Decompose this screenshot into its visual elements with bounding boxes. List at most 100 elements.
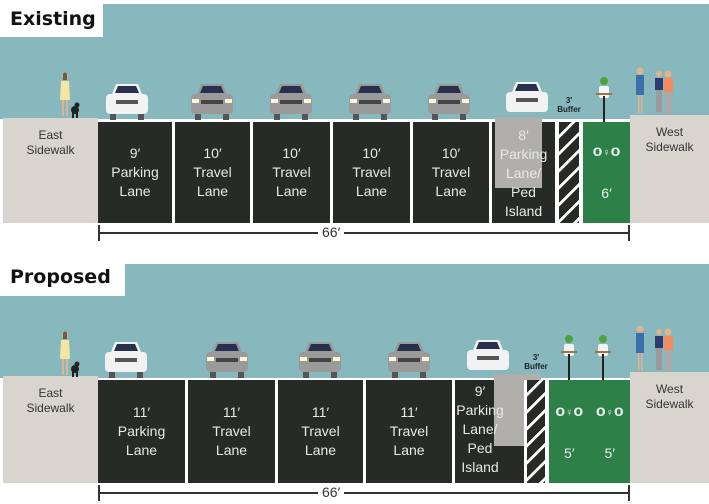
solid-line [185, 380, 188, 483]
car-icon [506, 82, 548, 112]
lane-name: Ped [511, 184, 536, 200]
dashed-line [410, 122, 413, 223]
car-icon [106, 84, 148, 120]
total-width-label: 66′ [318, 224, 345, 240]
solid-line [489, 122, 492, 223]
lane-name: Travel [193, 164, 232, 180]
lane-name: Lane [275, 183, 308, 199]
lane-travel: 10′ Travel Lane [253, 122, 330, 223]
lane-name: Parking [456, 402, 504, 418]
west-sidewalk: West Sidewalk [630, 372, 709, 483]
pedestrian-with-dog-icon [60, 331, 80, 377]
lane-name: Travel [272, 164, 311, 180]
lane-width: 11′ [400, 404, 418, 420]
car-icon [428, 84, 470, 120]
lane-name: Travel [431, 164, 471, 180]
bike-lane-width: 5′ [564, 445, 575, 461]
lane-width: 11′ [132, 404, 151, 420]
car-icon [467, 340, 509, 370]
cyclist-icon [595, 335, 611, 380]
lane-name: Travel [212, 423, 251, 439]
lane-travel: 10′ Travel Lane [413, 122, 489, 223]
ped-island [495, 117, 542, 188]
buffer-label: 3′ Buffer [524, 353, 548, 371]
east-sidewalk: East Sidewalk [3, 376, 98, 483]
lane-parking: 9′ Parking Lane [98, 122, 172, 223]
lane-width: 10′ [282, 145, 301, 161]
car-icon [270, 84, 312, 120]
lane-name: Lane [435, 183, 467, 199]
proposed-section: Proposed East Sidewalk West Sidewalk 11′… [0, 258, 709, 504]
dimension-tick [628, 485, 630, 501]
car-icon [388, 342, 430, 378]
lane-travel: 10′ Travel Lane [175, 122, 250, 223]
pedestrian-with-dog-icon [60, 72, 80, 118]
bike-lane-symbol-icon: o♀o [595, 403, 624, 420]
lane-name: Lane [215, 442, 248, 458]
lane-name: Parking [111, 164, 159, 180]
buffer-label: 3′ Buffer [557, 96, 581, 114]
car-icon [105, 342, 147, 378]
lane-travel: 11′ Travel Lane [366, 380, 452, 483]
lane-width: 11′ [311, 404, 330, 420]
lane-width: 10′ [441, 145, 461, 161]
lane-name: Travel [301, 423, 340, 439]
lane-width: 9′ [129, 145, 141, 161]
dashed-line [330, 122, 333, 223]
lane-name: Lane/ [505, 165, 542, 181]
buffer-zone [556, 122, 582, 223]
dashed-line [275, 380, 278, 483]
dimension-line [98, 492, 629, 494]
bike-lane: o♀o 5′ o♀o 5′ [549, 380, 630, 483]
lane-name: Lane [393, 442, 425, 458]
lane-name: Lane [119, 183, 151, 199]
lane-name: Lane [355, 183, 388, 199]
lane-name: Island [461, 459, 499, 475]
pedestrians-icon [636, 325, 673, 372]
ped-island-label: 9′ Parking Lane/ Ped Island [455, 380, 505, 483]
lane-name: Lane [304, 442, 337, 458]
bike-lane-half: o♀o 5′ [590, 380, 631, 483]
lane-travel: 11′ Travel Lane [278, 380, 363, 483]
lane-name: Ped [467, 440, 493, 456]
lane-name: Island [504, 203, 543, 219]
existing-section: Existing East Sidewalk West Sidewalk 9′ … [0, 0, 709, 250]
lane-travel: 11′ Travel Lane [188, 380, 275, 483]
car-icon [349, 84, 391, 120]
bike-lane-half: o♀o 5′ [549, 380, 590, 483]
bike-lane: o♀o 6′ [583, 122, 630, 223]
lane-width: 11′ [222, 404, 241, 420]
dashed-line [250, 122, 253, 223]
east-sidewalk: East Sidewalk [3, 118, 98, 223]
car-icon [206, 342, 248, 378]
total-width-label: 66′ [318, 484, 345, 500]
lane-width: 8′ [518, 127, 529, 143]
lane-name: Travel [389, 423, 429, 439]
solid-line [452, 380, 455, 483]
lane-name: Travel [352, 164, 391, 180]
lane-name: Lane/ [462, 421, 498, 437]
buffer-zone [524, 380, 548, 483]
lane-width: 10′ [203, 145, 222, 161]
dimension-tick [628, 225, 630, 241]
bike-lane-symbol-icon: o♀o [555, 403, 584, 420]
ped-island-label: 8′ Parking Lane/ Ped Island [492, 122, 555, 223]
lane-width: 9′ [474, 383, 486, 399]
west-sidewalk: West Sidewalk [630, 115, 709, 223]
lane-travel: 10′ Travel Lane [333, 122, 410, 223]
lane-name: Lane [196, 183, 229, 199]
cyclist-icon [596, 77, 612, 122]
lane-width: 10′ [362, 145, 381, 161]
cyclist-icon [561, 335, 577, 380]
solid-line [172, 122, 175, 223]
lane-name: Lane [125, 442, 158, 458]
bike-lane-width: 6′ [601, 185, 612, 201]
car-icon [191, 84, 233, 120]
bike-lane-width: 5′ [604, 445, 615, 461]
pedestrians-icon [636, 67, 673, 114]
dashed-line [363, 380, 366, 483]
lane-parking: 11′ Parking Lane [98, 380, 185, 483]
section-title-proposed: Proposed [0, 258, 125, 296]
section-title-existing: Existing [0, 0, 103, 37]
bike-lane-symbol-icon: o♀o [592, 143, 621, 160]
